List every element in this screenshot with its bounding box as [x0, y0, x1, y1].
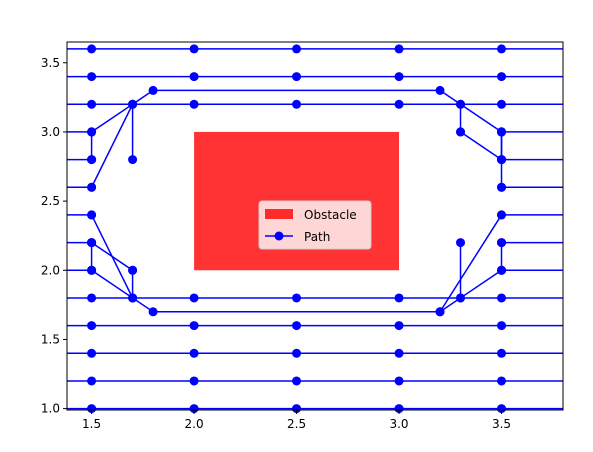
path-point — [189, 72, 199, 82]
path-point — [497, 155, 507, 165]
y-tick-label: 3.5 — [41, 56, 60, 70]
path-point — [128, 265, 138, 275]
y-tick-label: 1.0 — [41, 402, 60, 416]
detour-path-8 — [91, 269, 502, 313]
y-tick-label: 3.0 — [41, 125, 60, 139]
path-point — [189, 348, 199, 358]
detour-path-0 — [91, 89, 502, 133]
path-point — [87, 127, 97, 137]
path-point — [497, 321, 507, 331]
path-point — [87, 238, 97, 248]
path-point — [87, 265, 97, 275]
y-tick-label: 2.0 — [41, 263, 60, 277]
path-point — [456, 293, 466, 303]
path-point — [87, 155, 97, 165]
path-point — [148, 85, 158, 95]
path-point — [292, 376, 302, 386]
path-point — [497, 127, 507, 137]
path-point — [189, 293, 199, 303]
path-point — [292, 44, 302, 54]
path-point — [87, 321, 97, 331]
path-point — [87, 404, 97, 414]
path-point — [189, 99, 199, 109]
path-point — [87, 348, 97, 358]
path-point — [435, 307, 445, 317]
path-points-layer — [87, 44, 507, 414]
x-tick-label: 2.0 — [185, 417, 204, 431]
path-point — [87, 44, 97, 54]
path-point — [394, 321, 404, 331]
path-point — [497, 99, 507, 109]
ticks-layer: 1.5 2.0 2.5 3.0 3.5 1.0 1.5 2.0 2.5 3.0 3.5 — [41, 56, 511, 431]
path-point — [394, 376, 404, 386]
path-point — [435, 85, 445, 95]
path-point — [394, 44, 404, 54]
path-point — [292, 293, 302, 303]
path-point — [497, 238, 507, 248]
path-point — [189, 376, 199, 386]
x-tick-label: 3.0 — [389, 417, 408, 431]
path-point — [497, 293, 507, 303]
axes-frame — [66, 41, 564, 411]
y-tick-label: 2.5 — [41, 194, 60, 208]
x-tick-label: 1.5 — [82, 417, 101, 431]
path-point — [394, 348, 404, 358]
path-point — [394, 72, 404, 82]
path-point — [292, 348, 302, 358]
path-point — [87, 182, 97, 192]
legend-path-label: Path — [304, 230, 330, 244]
path-point — [497, 182, 507, 192]
path-point — [394, 404, 404, 414]
path-point — [292, 321, 302, 331]
x-tick-label: 2.5 — [287, 417, 306, 431]
path-point — [497, 404, 507, 414]
detour-path-7 — [460, 131, 502, 161]
detour-path-14 — [439, 214, 503, 313]
path-lines-layer — [67, 48, 563, 410]
legend-obstacle-label: Obstacle — [304, 208, 357, 222]
path-point — [456, 127, 466, 137]
path-point — [394, 99, 404, 109]
path-point — [394, 293, 404, 303]
detour-path-2 — [90, 103, 134, 188]
path-point — [189, 44, 199, 54]
path-point — [148, 307, 158, 317]
y-tick-label: 1.5 — [41, 332, 60, 346]
path-point — [87, 210, 97, 220]
path-point — [497, 44, 507, 54]
path-point — [497, 72, 507, 82]
path-point — [456, 238, 466, 248]
path-point — [128, 155, 138, 165]
path-point — [87, 293, 97, 303]
path-point — [292, 99, 302, 109]
detour-path-12 — [91, 241, 134, 271]
path-point — [292, 72, 302, 82]
path-point — [87, 376, 97, 386]
path-point — [497, 265, 507, 275]
path-point — [87, 99, 97, 109]
path-point — [128, 99, 138, 109]
legend: Obstacle Path — [258, 200, 372, 250]
path-point — [128, 293, 138, 303]
path-point — [497, 210, 507, 220]
path-point — [87, 72, 97, 82]
legend-path-marker — [274, 231, 284, 241]
legend-obstacle-swatch — [265, 209, 293, 219]
path-point — [497, 348, 507, 358]
x-tick-label: 3.5 — [492, 417, 511, 431]
path-point — [456, 99, 466, 109]
path-point — [497, 376, 507, 386]
path-point — [189, 321, 199, 331]
path-point — [189, 404, 199, 414]
path-point — [292, 404, 302, 414]
